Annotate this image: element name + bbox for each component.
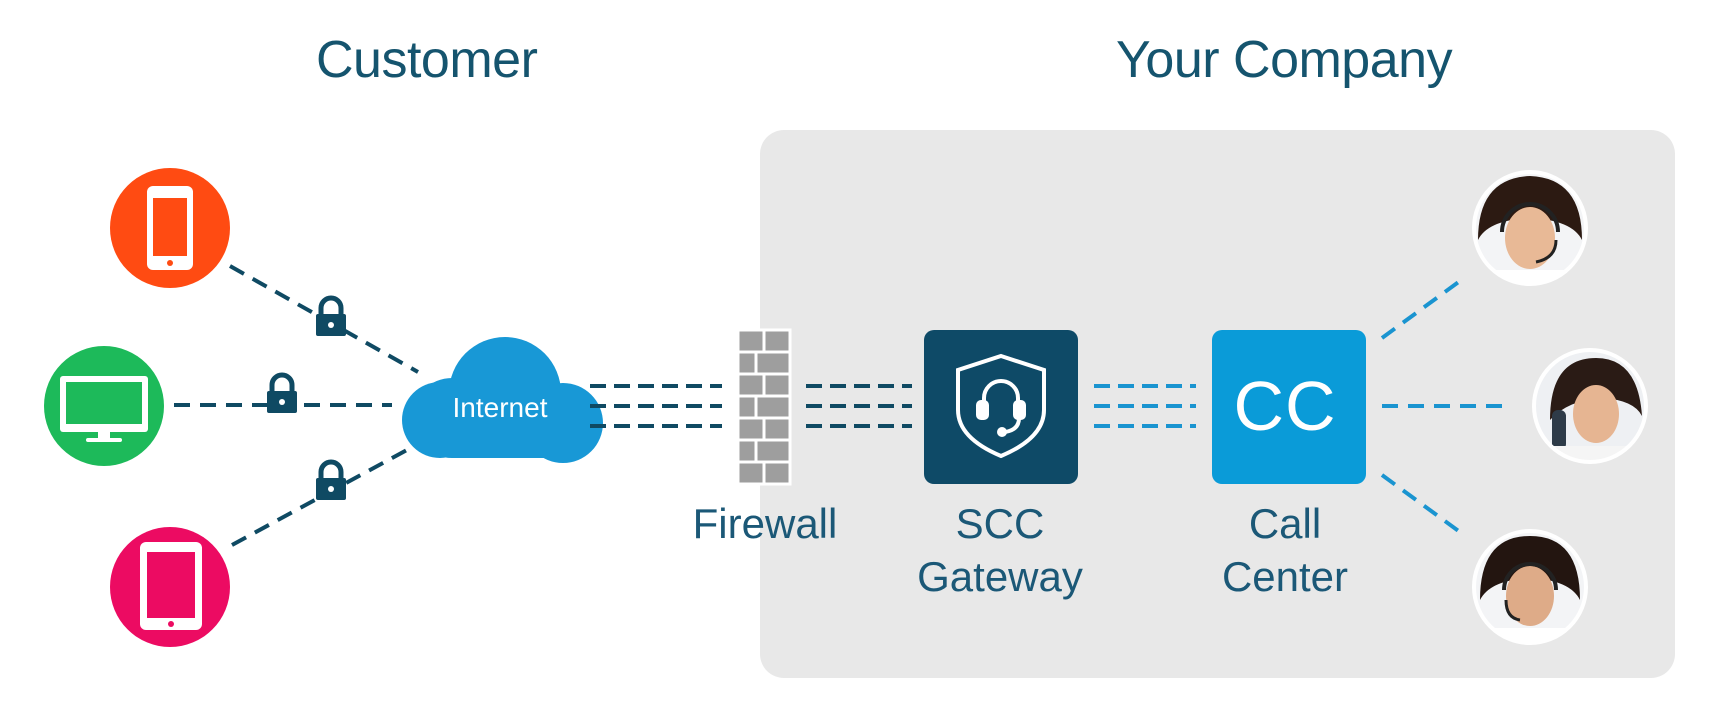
call-center-label-line1: Call xyxy=(1248,500,1322,547)
padlock-icon xyxy=(267,372,297,413)
padlock-icon xyxy=(316,295,346,336)
tablet-icon xyxy=(110,527,230,647)
shield-icon xyxy=(956,353,1046,459)
call-center-box xyxy=(1212,330,1366,484)
desktop-monitor-icon xyxy=(44,346,164,466)
company-heading: Your Company xyxy=(1116,31,1453,89)
call-center-badge: CC xyxy=(1233,367,1337,445)
agent-photo xyxy=(1474,531,1586,643)
scc-gateway-label-line1: SCC xyxy=(955,500,1045,547)
agent-links xyxy=(1380,276,1512,537)
scc-gateway-label-line2: Gateway xyxy=(917,553,1083,600)
firewall-icon xyxy=(736,328,792,486)
scc-gateway-box xyxy=(924,330,1078,484)
firewall-label: Firewall xyxy=(692,500,838,547)
internet-label: Internet xyxy=(452,392,548,423)
agent-photo xyxy=(1534,350,1646,462)
cloud-firewall-links xyxy=(590,384,722,428)
call-center-label: Call Center xyxy=(1180,497,1390,603)
customer-heading: Customer xyxy=(316,31,538,89)
headset-icon xyxy=(976,379,1026,437)
call-center-label-line2: Center xyxy=(1221,553,1349,600)
gateway-callcenter-links xyxy=(1094,384,1196,428)
smartphone-icon xyxy=(110,168,230,288)
padlock-icon xyxy=(316,459,346,500)
internet-cloud-icon xyxy=(402,337,603,463)
firewall-gateway-links xyxy=(806,384,912,428)
scc-gateway-label: SCC Gateway xyxy=(900,497,1100,603)
